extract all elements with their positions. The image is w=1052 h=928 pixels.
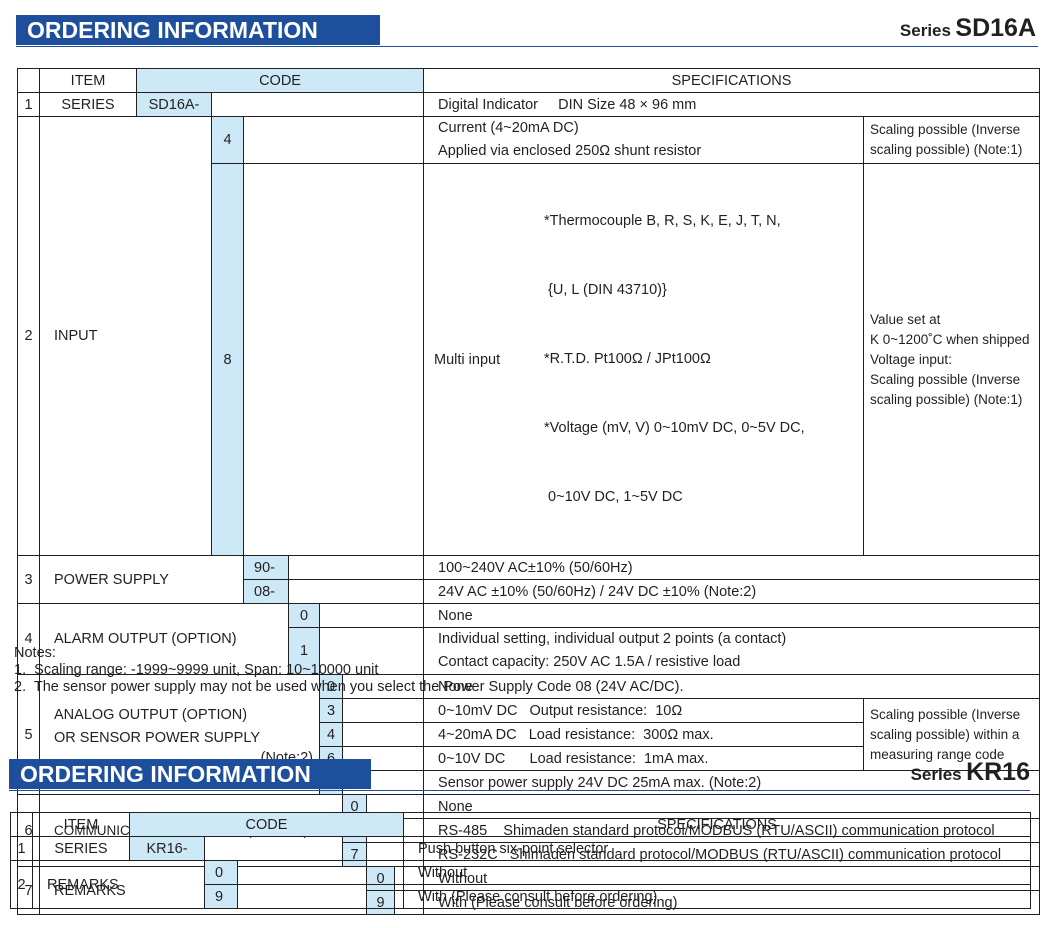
spec-line: Applied via enclosed 250Ω shunt resistor	[438, 143, 702, 159]
kr16-series-title: Series KR16	[910, 758, 1030, 786]
code-blank	[210, 92, 425, 117]
spec-text: With (Please consult before ordering)	[403, 884, 1032, 909]
code-blank	[242, 163, 425, 556]
row-alarm-0: 4 ALARM OUTPUT (OPTION) 0 None	[17, 603, 1041, 675]
item-label: REMARKS	[32, 860, 205, 909]
code-blank	[236, 884, 405, 909]
item-label: SERIES	[32, 836, 130, 861]
header-item: ITEM	[32, 812, 130, 837]
spec-text: 0~10mV DC Output resistance: 10Ω	[423, 698, 865, 723]
header-specifications: SPECIFICATIONS	[403, 812, 1032, 837]
item-label: INPUT	[39, 116, 212, 556]
code-value: 9	[204, 884, 238, 909]
code-value: 0	[288, 603, 320, 628]
code-blank	[203, 836, 405, 861]
code-value: KR16-	[129, 836, 205, 861]
row-remarks-9: 9 With (Please consult before ordering)	[11, 884, 1032, 909]
spec-line: *Thermocouple B, R, S, K, E, J, T, N,	[544, 213, 781, 229]
spec-note: Value set at K 0~1200˚C when shipped Vol…	[863, 163, 1041, 556]
row-number: 2	[17, 116, 40, 556]
row-input-current: 2 INPUT 4 Current (4~20mA DC) Applied vi…	[17, 116, 1041, 556]
spec-text: 0~10V DC Load resistance: 1mA max.	[423, 746, 865, 771]
header-blank	[10, 812, 33, 837]
code-blank	[341, 674, 425, 699]
row-number: 1	[17, 92, 40, 117]
row-input-multi: 8 Multi input *Thermocouple B, R, S, K, …	[18, 163, 1041, 556]
spec-line: {U, L (DIN 43710)}	[544, 282, 667, 298]
row-number: 2	[10, 860, 33, 909]
row-remarks-0: 2 REMARKS 0 Without	[10, 860, 1032, 909]
spec-text: Multi input *Thermocouple B, R, S, K, E,…	[423, 163, 865, 556]
spec-line: 0~10V DC, 1~5V DC	[544, 489, 683, 505]
code-blank	[236, 860, 405, 885]
note-item: 1. Scaling range: -1999~9999 unit, Span:…	[14, 662, 379, 678]
row-power-90: 3 POWER SUPPLY 90- 100~240V AC±10% (50/6…	[17, 555, 1041, 604]
spec-text: 4~20mA DC Load resistance: 300Ω max.	[423, 722, 865, 747]
spec-text: 24V AC ±10% (50/60Hz) / 24V DC ±10% (Not…	[423, 579, 1041, 604]
code-blank	[318, 627, 425, 675]
spec-line: Current (4~20mA DC)	[438, 120, 579, 136]
row-power-08: 08- 24V AC ±10% (50/60Hz) / 24V DC ±10% …	[18, 579, 1041, 604]
header-code: CODE	[128, 812, 405, 837]
notes-block: Notes: 1. Scaling range: -1999~9999 unit…	[14, 645, 684, 696]
header-blank	[17, 68, 40, 93]
notes-title: Notes:	[14, 645, 56, 661]
header-code: CODE	[135, 68, 425, 93]
row-number: 1	[10, 836, 33, 861]
spec-text: Without	[403, 860, 1032, 885]
spec-line: Individual setting, individual output 2 …	[438, 631, 787, 647]
row-series: 1 SERIES SD16A- Digital Indicator DIN Si…	[17, 92, 1041, 117]
spec-line: Contact capacity: 250V AC 1.5A / resisti…	[438, 654, 741, 670]
sd16a-banner: ORDERING INFORMATION	[16, 15, 380, 45]
code-value: 4	[211, 116, 244, 164]
code-value: 8	[211, 163, 244, 556]
header-item: ITEM	[39, 68, 137, 93]
header-row: ITEM CODE SPECIFICATIONS	[10, 812, 1032, 837]
item-label: SERIES	[39, 92, 137, 117]
multi-input-label: Multi input	[434, 351, 501, 368]
note-item: 2. The sensor power supply may not be us…	[14, 679, 684, 695]
code-value: 0	[204, 860, 238, 885]
header-row: ITEM CODE SPECIFICATIONS	[17, 68, 1041, 93]
code-value: 90-	[243, 555, 289, 580]
spec-note: Scaling possible (Inverse scaling possib…	[863, 698, 1041, 771]
sd16a-series-title: Series SD16A	[899, 14, 1036, 42]
spec-text: None	[423, 603, 1041, 628]
code-blank	[341, 698, 425, 723]
row-analog-4: 4 4~20mA DC Load resistance: 300Ω max.	[18, 722, 1040, 747]
spec-text: Digital Indicator DIN Size 48 × 96 mm	[423, 92, 1041, 117]
code-blank	[287, 555, 425, 580]
spec-text: Current (4~20mA DC) Applied via enclosed…	[423, 116, 865, 164]
header-specifications: SPECIFICATIONS	[423, 68, 1041, 93]
code-value: 4	[319, 722, 343, 747]
item-label-line: OR SENSOR POWER SUPPLY	[54, 729, 260, 746]
sd16a-title-rule	[16, 46, 1038, 47]
code-blank	[287, 579, 425, 604]
code-blank	[318, 603, 425, 628]
spec-note: Scaling possible (Inverse scaling possib…	[863, 116, 1041, 164]
spec-line: *R.T.D. Pt100Ω / JPt100Ω	[544, 351, 711, 367]
kr16-banner: ORDERING INFORMATION	[9, 759, 371, 789]
code-value: 3	[319, 698, 343, 723]
item-label: POWER SUPPLY	[39, 555, 244, 604]
code-value: SD16A-	[136, 92, 212, 117]
kr16-ordering-table: ITEM CODE SPECIFICATIONS 1 SERIES KR16- …	[10, 812, 1032, 909]
row-analog-3: 3 0~10mV DC Output resistance: 10Ω Scali…	[18, 698, 1041, 771]
row-series: 1 SERIES KR16- Push button six-point sel…	[10, 836, 1032, 861]
spec-text: 100~240V AC±10% (50/60Hz)	[423, 555, 1041, 580]
spec-text: Push button six-point selector	[403, 836, 1032, 861]
item-label: ALARM OUTPUT (OPTION)	[39, 603, 289, 675]
code-blank	[242, 116, 425, 164]
kr16-title-rule	[9, 790, 1030, 791]
row-number: 3	[17, 555, 40, 604]
spec-line: *Voltage (mV, V) 0~10mV DC, 0~5V DC,	[544, 420, 805, 436]
code-value: 08-	[243, 579, 289, 604]
code-blank	[341, 722, 425, 747]
item-label-line: ANALOG OUTPUT (OPTION)	[54, 706, 248, 723]
